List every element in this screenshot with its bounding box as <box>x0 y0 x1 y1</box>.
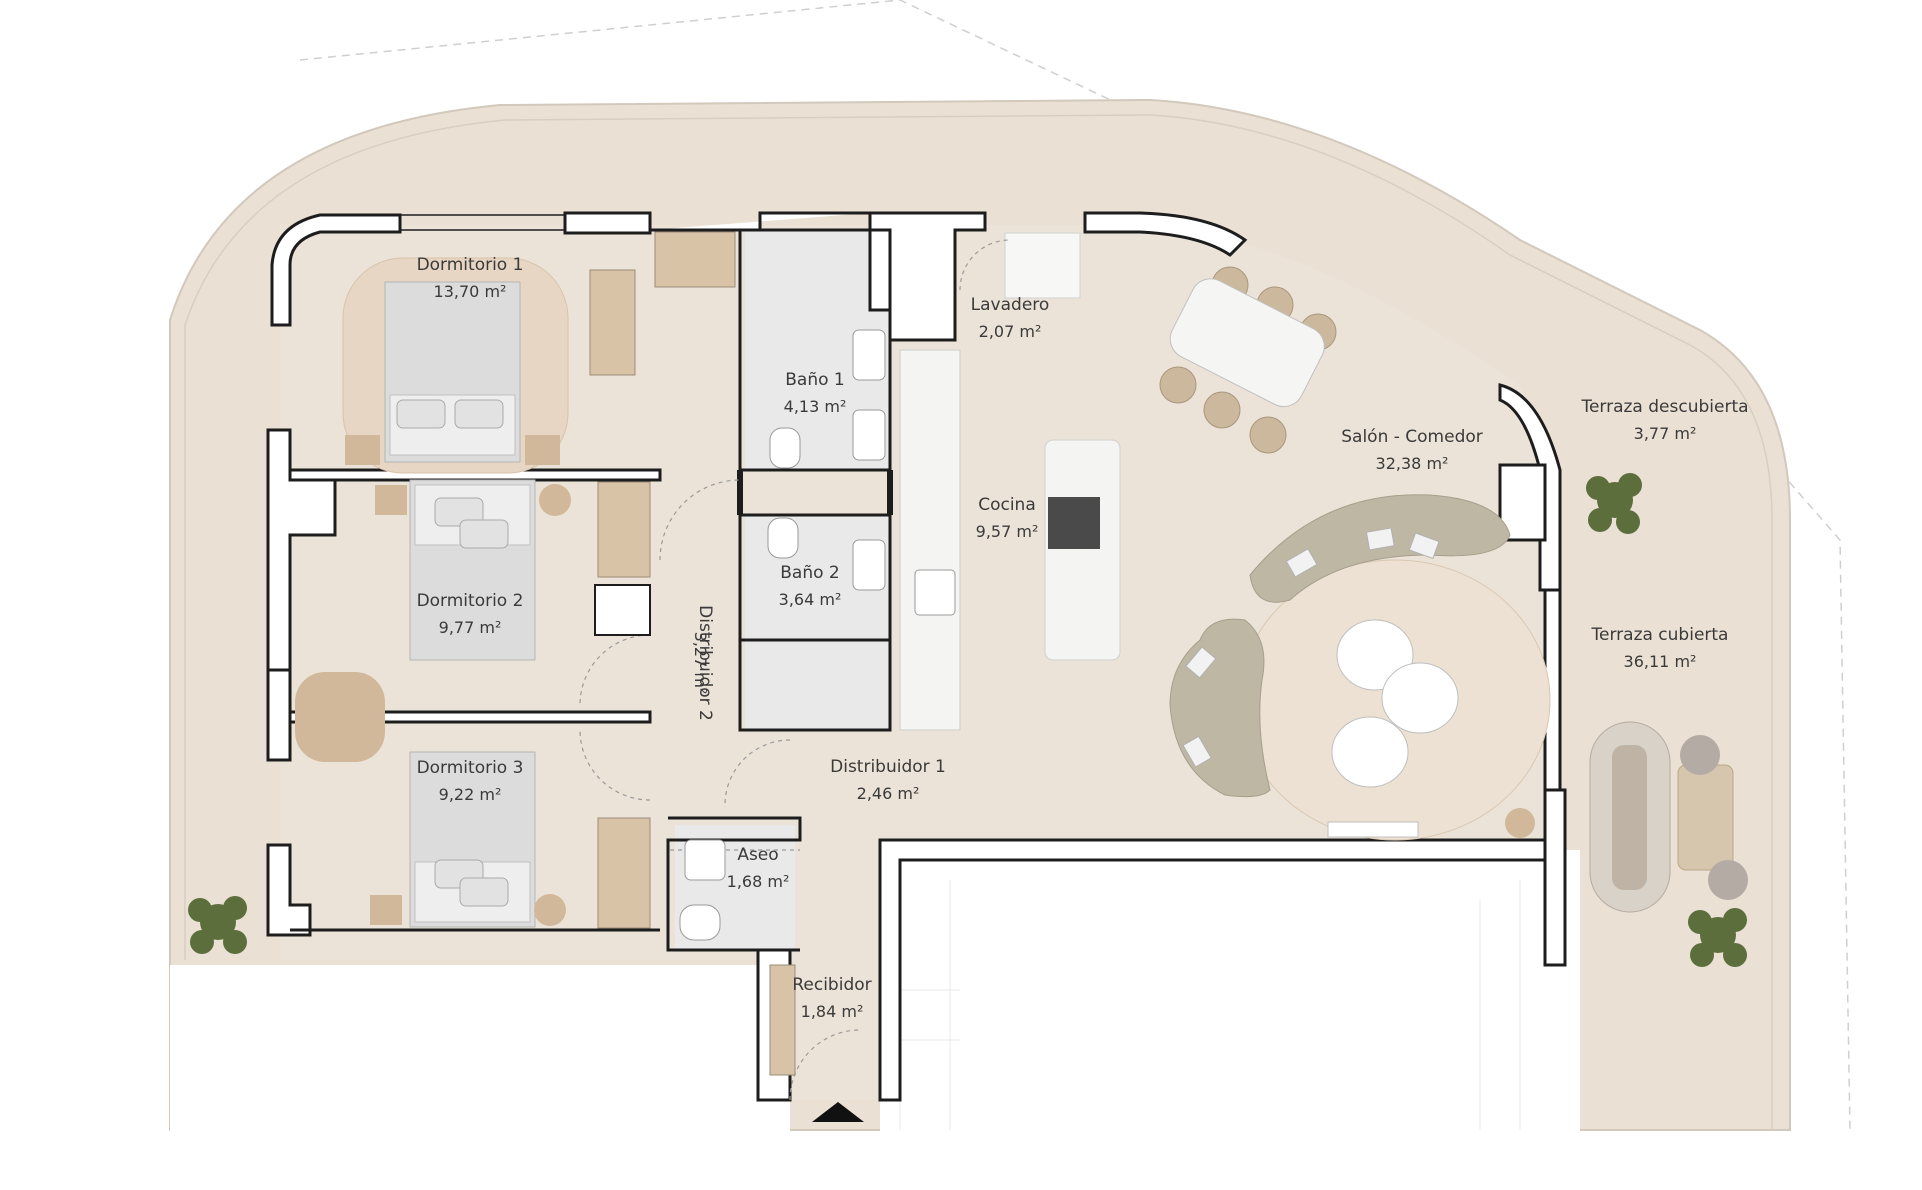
coffee-table <box>1331 716 1409 788</box>
plant-icon <box>1688 908 1747 967</box>
distribuidor2-area: 3,27 m² <box>691 632 710 695</box>
tv-unit <box>1327 821 1419 838</box>
bed-dormitorio2 <box>409 479 536 661</box>
side-table <box>534 894 566 926</box>
kitchen-counter <box>899 349 961 731</box>
lavadero-name: Lavadero <box>971 295 1050 315</box>
wardrobes <box>589 231 796 1076</box>
dormitorio1-name: Dormitorio 1 <box>417 255 524 275</box>
nightstand <box>525 435 560 465</box>
terraza-cubierta-name: Terraza cubierta <box>1591 625 1729 645</box>
aseo-name: Aseo <box>737 845 778 865</box>
exterior-zone <box>170 965 790 1135</box>
bano2-name: Baño 2 <box>780 563 839 583</box>
cushions <box>1182 527 1440 768</box>
cocina-area: 9,57 m² <box>976 522 1039 541</box>
salon-area: 32,38 m² <box>1376 454 1449 473</box>
recibidor-name: Recibidor <box>792 975 871 995</box>
nightstand <box>370 895 402 925</box>
terrace-sofa-seat <box>1612 745 1647 890</box>
coffee-table <box>1381 662 1459 734</box>
dormitorio3-name: Dormitorio 3 <box>417 758 524 778</box>
dormitorio2-name: Dormitorio 2 <box>417 591 524 611</box>
desk <box>295 672 385 762</box>
distribuidor1-area: 2,46 m² <box>857 784 920 803</box>
terraza-descubierta-area: 3,77 m² <box>1634 424 1697 443</box>
terraza-cubierta-area: 36,11 m² <box>1624 652 1697 671</box>
room-labels: Dormitorio 1 13,70 m² Dormitorio 2 9,77 … <box>417 255 1749 1021</box>
terrace-chair <box>1680 735 1720 775</box>
bed-dormitorio1 <box>384 281 521 463</box>
laundry-counter <box>1004 232 1081 299</box>
terrace-chair <box>1708 860 1748 900</box>
terrace-edge <box>184 114 1773 1130</box>
plant-icon <box>1586 473 1642 534</box>
storage-box <box>594 584 651 636</box>
exterior-building-zone <box>880 850 1580 1135</box>
bano1-area: 4,13 m² <box>784 397 847 416</box>
cocina-name: Cocina <box>978 495 1036 515</box>
kitchen-island <box>1044 439 1121 661</box>
distribuidor2-name: Distribuidor 2 <box>695 605 715 721</box>
nightstand <box>375 485 407 515</box>
aseo-area: 1,68 m² <box>727 872 790 891</box>
terrace-table <box>1677 764 1734 871</box>
nightstand <box>345 435 380 465</box>
entrance-arrow-icon <box>812 1102 864 1122</box>
door-swings <box>579 239 1011 1101</box>
lavadero-area: 2,07 m² <box>979 322 1042 341</box>
cooktop-icon <box>1048 497 1100 549</box>
bano1-name: Baño 1 <box>785 370 844 390</box>
bano2-area: 3,64 m² <box>779 590 842 609</box>
recibidor-area: 1,84 m² <box>801 1002 864 1021</box>
bed-dormitorio3 <box>409 751 536 928</box>
dining-table <box>1169 278 1325 408</box>
terraza-descubierta-name: Terraza descubierta <box>1580 397 1748 417</box>
sanitary-fixtures <box>679 329 956 941</box>
dormitorio3-area: 9,22 m² <box>439 785 502 804</box>
plant-icon <box>188 896 247 954</box>
distribuidor1-name: Distribuidor 1 <box>830 757 946 777</box>
dormitorio2-area: 9,77 m² <box>439 618 502 637</box>
side-table <box>1505 808 1535 838</box>
salon-name: Salón - Comedor <box>1341 427 1483 447</box>
side-table <box>539 484 571 516</box>
dormitorio1-area: 13,70 m² <box>434 282 507 301</box>
